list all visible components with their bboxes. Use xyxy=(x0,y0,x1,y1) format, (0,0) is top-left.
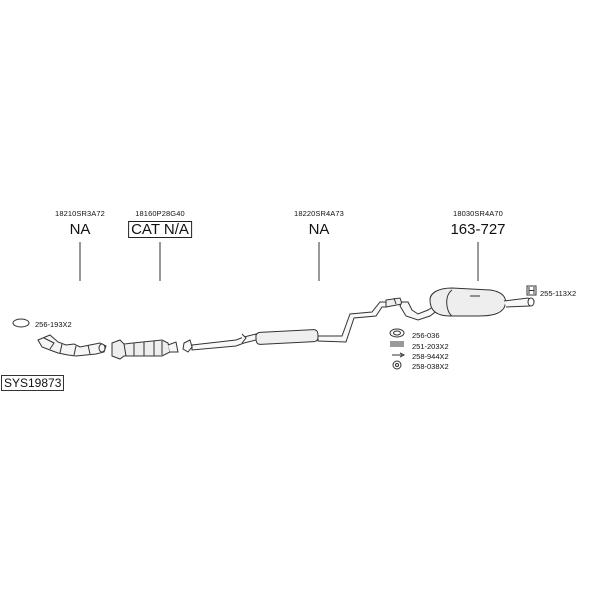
system-code-box: SYS19873 xyxy=(1,375,65,391)
part-oem-front-pipe: 18210SR3A72 xyxy=(55,209,105,218)
rear-silencer-drawing xyxy=(429,287,535,317)
bolt-icon xyxy=(392,352,406,358)
flange-drawing xyxy=(182,339,193,353)
front-pipe-drawing xyxy=(37,334,107,357)
front-gasket-icon xyxy=(12,318,30,328)
fitting-label-rear-hanger: 255-113X2 xyxy=(540,289,577,298)
part-oem-rear-silencer: 18030SR4A70 xyxy=(453,209,503,218)
nut-hole-icon xyxy=(395,363,399,367)
fitting-label-front-gasket: 256-193X2 xyxy=(35,320,72,329)
fitting-label-rear-set-1: 256-036 xyxy=(412,331,440,340)
middle-pipe-drawing xyxy=(191,297,403,351)
fitting-label-rear-set-2: 251-203X2 xyxy=(412,342,449,351)
spring-icon xyxy=(390,341,404,347)
fitting-label-rear-set-3: 258-944X2 xyxy=(412,352,449,361)
gasket-ring-inner-icon xyxy=(393,330,401,336)
fitting-label-rear-set-4: 258-038X2 xyxy=(412,362,449,371)
nut-icon xyxy=(392,360,402,370)
part-oem-catalyst: 18160P28G40 xyxy=(135,209,185,218)
catalyst-drawing xyxy=(111,339,179,360)
rear-hanger-icon xyxy=(526,285,537,296)
part-ref-rear-silencer: 163-727 xyxy=(450,221,506,238)
gasket-ring-icon xyxy=(389,328,405,338)
part-ref-catalyst: CAT N/A xyxy=(128,221,192,238)
part-ref-front-pipe: NA xyxy=(69,221,91,238)
part-oem-middle-pipe: 18220SR4A73 xyxy=(294,209,344,218)
part-ref-middle-pipe: NA xyxy=(308,221,330,238)
